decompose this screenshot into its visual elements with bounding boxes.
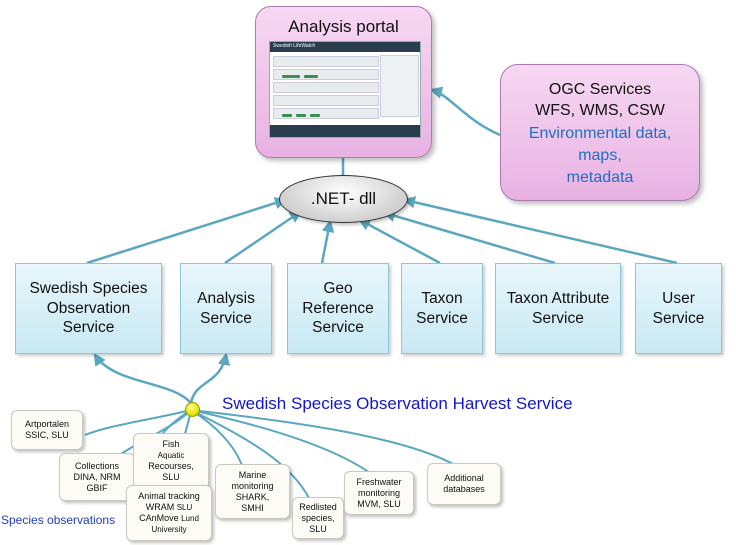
analysis-portal-box: Analysis portal Swedish LifeWatch bbox=[255, 6, 432, 158]
thumbnail-button bbox=[282, 114, 292, 117]
service-label: Analysis bbox=[197, 290, 255, 307]
source-freshwater-monitoring: Freshwater monitoring MVM, SLU bbox=[344, 471, 414, 515]
service-label: Reference bbox=[302, 299, 374, 317]
service-label: Taxon bbox=[421, 290, 463, 307]
thumbnail-title: Swedish LifeWatch bbox=[273, 43, 316, 49]
source-artportalen: Artportalen SSIC, SLU bbox=[11, 410, 83, 450]
harvest-service-title: Swedish Species Observation Harvest Serv… bbox=[222, 394, 573, 413]
species-observations-label: Species observations bbox=[1, 513, 116, 527]
ogc-protocols: WFS, WMS, CSW bbox=[535, 102, 665, 119]
source-fish: Fish Aquatic Recourses, SLU bbox=[133, 433, 209, 489]
source-label: WRAM bbox=[145, 502, 177, 512]
source-label: MVM, SLU bbox=[357, 498, 401, 509]
ogc-title: OGC Services bbox=[548, 81, 652, 98]
source-label: SLU bbox=[162, 472, 180, 482]
source-label: Marine bbox=[238, 469, 267, 480]
source-label: Aquatic bbox=[157, 451, 185, 460]
service-label: Service bbox=[652, 309, 705, 327]
thumbnail-panel bbox=[273, 95, 379, 106]
thumbnail-button bbox=[310, 114, 320, 117]
source-label: CAnMove bbox=[139, 513, 182, 523]
arrow-ogc-to-portal bbox=[429, 86, 501, 137]
source-label: SSIC, SLU bbox=[25, 430, 69, 440]
source-label: Freshwater bbox=[356, 476, 402, 487]
arrow-taxon-to-dll bbox=[357, 218, 441, 265]
thumbnail-panel bbox=[273, 69, 379, 80]
thumbnail-button bbox=[282, 75, 300, 78]
service-taxon: Taxon Service bbox=[401, 263, 483, 354]
thumbnail-panel bbox=[273, 56, 379, 67]
source-label: SLU bbox=[176, 503, 193, 512]
service-label: Taxon Attribute bbox=[506, 290, 610, 307]
ogc-services-box: OGC Services WFS, WMS, CSW Environmental… bbox=[500, 64, 700, 201]
service-taxon-attribute: Taxon Attribute Service bbox=[495, 263, 621, 354]
thumbnail-panel bbox=[273, 82, 379, 93]
thumbnail-footer bbox=[270, 125, 420, 137]
thumbnail-button bbox=[304, 75, 318, 78]
source-label: databases bbox=[443, 484, 485, 494]
service-label: Service bbox=[62, 319, 115, 337]
source-label: monitoring bbox=[231, 480, 274, 491]
source-label: SMHI bbox=[241, 502, 264, 513]
arrow-georeference-to-dll bbox=[320, 219, 335, 264]
service-species-observation: Swedish Species Observation Service bbox=[15, 263, 162, 354]
source-label: University bbox=[151, 525, 187, 534]
source-label: Artportalen bbox=[24, 419, 70, 429]
service-label: Service bbox=[312, 319, 364, 337]
source-label: GBIF bbox=[86, 482, 108, 493]
source-label: species, bbox=[301, 512, 335, 523]
source-label: Recourses, bbox=[148, 461, 194, 471]
arrow-observation-to-dll bbox=[86, 197, 288, 265]
arrow-hub-to-observation bbox=[93, 352, 192, 404]
source-label: Animal tracking bbox=[138, 491, 200, 501]
ogc-metadata: metadata bbox=[566, 169, 634, 186]
service-analysis: Analysis Service bbox=[180, 263, 272, 354]
source-label: Collections bbox=[74, 460, 120, 471]
service-label: Service bbox=[532, 309, 584, 327]
analysis-portal-title: Analysis portal bbox=[288, 17, 399, 36]
arrow-user-to-dll bbox=[402, 196, 678, 265]
service-label: Service bbox=[416, 309, 468, 327]
service-user: User Service bbox=[635, 263, 722, 354]
source-label: Additional bbox=[444, 473, 484, 483]
dotnet-dll-node: .NET- dll bbox=[279, 175, 408, 223]
service-geo-reference: Geo Reference Service bbox=[287, 263, 389, 354]
harvest-hub-node bbox=[185, 402, 200, 417]
source-label: SHARK, bbox=[235, 491, 270, 502]
source-redlisted-species: Redlisted species, SLU bbox=[292, 497, 344, 539]
source-label: SLU bbox=[309, 523, 327, 534]
service-label: Service bbox=[200, 309, 252, 327]
service-label: User bbox=[662, 290, 695, 307]
thumbnail-panel bbox=[273, 108, 379, 119]
dotnet-dll-label: .NET- dll bbox=[310, 189, 377, 208]
service-label: Observation bbox=[46, 299, 131, 317]
source-animal-tracking: Animal tracking WRAM SLU CAnMove Lund Un… bbox=[126, 485, 212, 541]
service-label: Swedish Species bbox=[29, 280, 148, 298]
arrow-hub-to-analysis bbox=[189, 352, 231, 404]
thumbnail-side-panel bbox=[380, 55, 419, 117]
source-label: Lund bbox=[181, 514, 199, 523]
source-label: Redlisted bbox=[299, 501, 337, 512]
source-label: Fish bbox=[162, 439, 180, 449]
ogc-environmental-data: Environmental data, bbox=[528, 125, 672, 142]
thumbnail-header: Swedish LifeWatch bbox=[270, 42, 420, 52]
arrow-taxonattribute-to-dll bbox=[382, 209, 556, 265]
source-marine-monitoring: Marine monitoring SHARK, SMHI bbox=[215, 464, 290, 519]
source-label: monitoring bbox=[357, 487, 401, 498]
service-label: Geo bbox=[323, 280, 353, 298]
source-label: DINA, NRM bbox=[73, 471, 121, 482]
source-collections: Collections DINA, NRM GBIF bbox=[59, 453, 135, 501]
source-additional-databases: Additional databases bbox=[427, 463, 501, 505]
arrow-analysis-to-dll bbox=[224, 210, 303, 265]
portal-screenshot-thumbnail: Swedish LifeWatch bbox=[269, 41, 421, 138]
ogc-maps: maps, bbox=[578, 147, 622, 164]
thumbnail-button bbox=[296, 114, 306, 117]
